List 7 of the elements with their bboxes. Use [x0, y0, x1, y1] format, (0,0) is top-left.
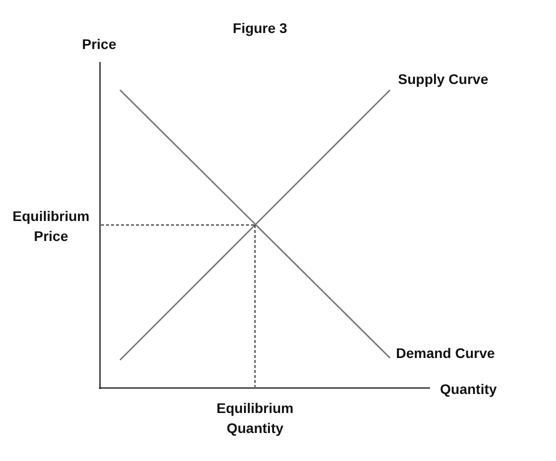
axis-label: Quantity — [440, 380, 497, 399]
chart-title: Figure 3 — [232, 19, 288, 38]
curve-label: Demand Curve — [396, 344, 495, 363]
equilibrium-label: Equilibrium Price — [12, 207, 90, 246]
equilibrium-label: Equilibrium Quantity — [216, 399, 294, 438]
axis-label: Price — [82, 35, 116, 54]
curve-label: Supply Curve — [398, 70, 488, 89]
